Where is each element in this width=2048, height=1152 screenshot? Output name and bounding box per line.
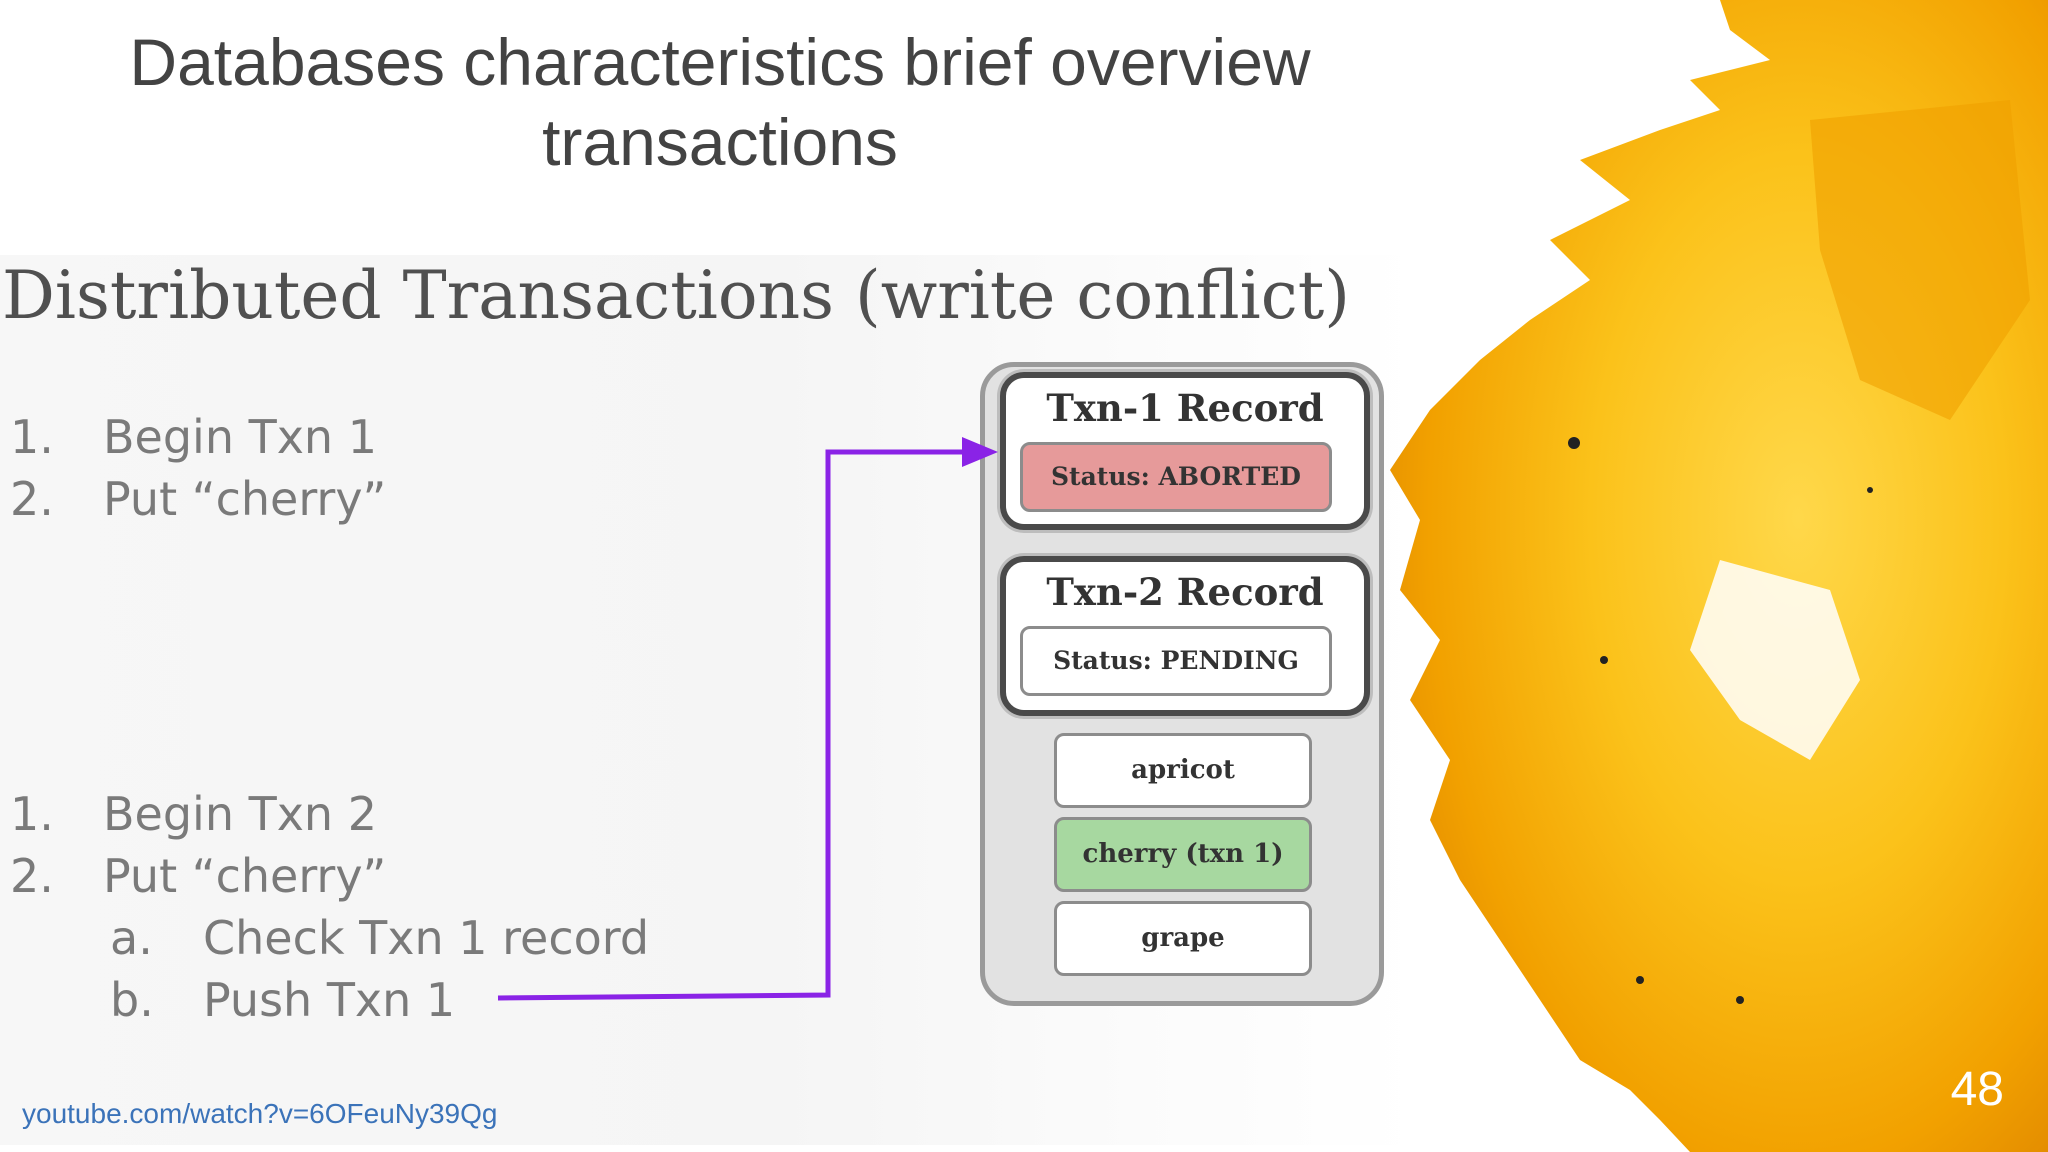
page-number: 48 <box>1950 1063 2004 1116</box>
record-title: Txn-2 Record <box>1046 570 1324 614</box>
paint-splash-decoration <box>1390 0 2048 1152</box>
slide-title: Databases characteristics brief overview… <box>40 22 1400 182</box>
slide-title-line-1: Databases characteristics brief overview <box>129 25 1311 99</box>
step-number: 2. <box>10 849 54 903</box>
figure-heading: Distributed Transactions (write conflict… <box>2 257 1351 334</box>
key-grape: grape <box>1054 901 1312 976</box>
key-apricot: apricot <box>1054 733 1312 808</box>
step-letter: a. <box>110 911 153 965</box>
slide-title-line-2: transactions <box>542 105 898 179</box>
step-number: 1. <box>10 410 54 464</box>
status-pending: Status: PENDING <box>1020 626 1332 696</box>
step-text: Begin Txn 2 <box>103 787 377 841</box>
step-text: Begin Txn 1 <box>103 410 377 464</box>
key-cherry: cherry (txn 1) <box>1054 817 1312 892</box>
txn2-record: Txn-2 Record Status: PENDING <box>1000 556 1370 716</box>
step-text: Push Txn 1 <box>203 973 456 1027</box>
step-text: Put “cherry” <box>103 472 387 526</box>
step-number: 1. <box>10 787 54 841</box>
source-link[interactable]: youtube.com/watch?v=6OFeuNy39Qg <box>22 1098 498 1129</box>
record-title: Txn-1 Record <box>1046 386 1324 430</box>
step-letter: b. <box>110 973 154 1027</box>
status-aborted: Status: ABORTED <box>1020 442 1332 512</box>
step-number: 2. <box>10 472 54 526</box>
step-text: Check Txn 1 record <box>203 911 650 965</box>
step-text: Put “cherry” <box>103 849 387 903</box>
txn1-record: Txn-1 Record Status: ABORTED <box>1000 372 1370 530</box>
